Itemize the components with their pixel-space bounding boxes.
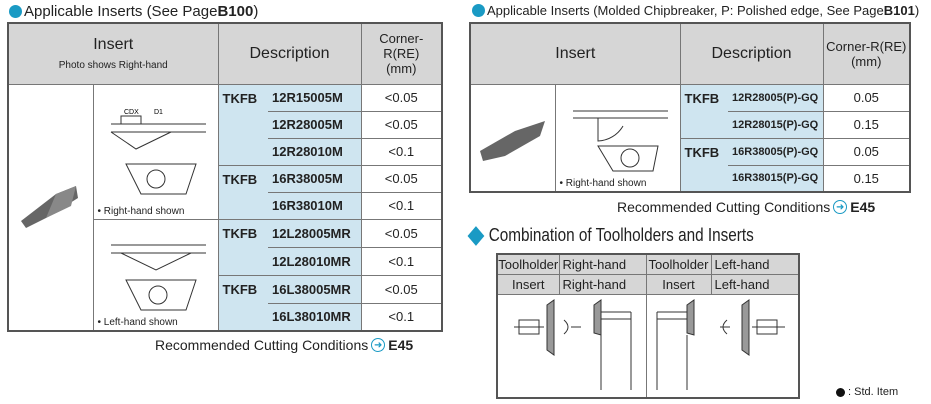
insert-photo — [469, 83, 556, 193]
insert-drawing-icon — [572, 110, 668, 172]
insert-photo — [7, 83, 94, 332]
insert-code: 16L38005MR — [268, 274, 362, 304]
corner-value: <0.05 — [360, 83, 443, 112]
insert-code: 12L28010MR — [268, 246, 362, 276]
left-hand-drawing: • Left-hand shown — [92, 218, 219, 332]
right-section-title: Applicable Inserts (Molded Chipbreaker, … — [472, 3, 919, 18]
insert-code: 16L38010MR — [268, 302, 362, 332]
series-prefix: TKFB — [217, 83, 268, 166]
insert-code: 16R38005(P)-GQ — [728, 137, 824, 166]
right-hand-note: • Right-hand shown — [97, 205, 185, 217]
left-hand-note: • Left-hand shown — [97, 317, 178, 328]
corner-value: <0.1 — [360, 302, 443, 332]
insert-photo-icon — [480, 121, 546, 162]
assembly-diagram-icon — [656, 298, 786, 390]
insert-photo-icon — [20, 185, 78, 228]
right-hand-note: • Right-hand shown — [559, 178, 647, 189]
corner-value: <0.05 — [360, 218, 443, 248]
corner-value: <0.05 — [360, 164, 443, 193]
corner-value: 0.05 — [822, 137, 911, 166]
corner-value: <0.05 — [360, 274, 443, 304]
corner-value: 0.15 — [822, 110, 911, 139]
description-header: Description — [679, 22, 824, 85]
combination-title: Combination of Toolholders and Inserts — [467, 225, 754, 246]
arrow-right-icon: ➜ — [371, 338, 386, 352]
description-header: Description — [217, 22, 362, 85]
series-prefix: TKFB — [679, 83, 729, 139]
insert-code: 12R28015(P)-GQ — [728, 110, 824, 139]
series-prefix: TKFB — [679, 137, 729, 193]
series-prefix: TKFB — [217, 164, 268, 220]
series-prefix: TKFB — [217, 274, 268, 332]
insert-code: 12R15005M — [268, 83, 362, 112]
recommended-conditions-link[interactable]: Recommended Cutting Conditions➜E45 — [155, 337, 414, 353]
corner-value: 0.05 — [822, 83, 911, 112]
svg-text:D1: D1 — [154, 109, 163, 116]
insert-code: 16R38015(P)-GQ — [728, 164, 824, 193]
series-prefix: TKFB — [217, 218, 268, 276]
molded-drawing: • Right-hand shown — [554, 83, 681, 193]
svg-text:CDX: CDX — [124, 109, 139, 116]
corner-value: 0.15 — [822, 164, 911, 193]
corner-value: <0.1 — [360, 137, 443, 166]
page-link[interactable]: B101 — [883, 3, 915, 18]
arrow-right-icon: ➜ — [833, 200, 848, 214]
assembly-diagram-icon — [514, 298, 632, 390]
corner-value: <0.1 — [360, 246, 443, 276]
left-section-title: Applicable Inserts (See Page B100) — [9, 3, 258, 20]
std-item-dot-icon — [836, 387, 845, 397]
corner-value: <0.05 — [360, 110, 443, 139]
insert-code: 12R28005(P)-GQ — [728, 83, 824, 112]
corner-value: <0.1 — [360, 191, 443, 220]
left-hand-assembly — [645, 293, 800, 398]
insert-code: 12R28005M — [268, 110, 362, 139]
right-inserts-table: Insert Description Corner-R(RE)(mm) • Ri… — [469, 22, 912, 193]
insert-code: 12L28005MR — [268, 218, 362, 248]
recommended-conditions-link[interactable]: Recommended Cutting Conditions➜E45 — [617, 199, 876, 215]
insert-code: 12R28010M — [268, 137, 362, 166]
insert-code: 16R38005M — [268, 164, 362, 193]
corner-header: Corner-R(RE)(mm) — [360, 22, 443, 85]
insert-drawing-icon — [110, 244, 206, 311]
insert-drawing-icon: CDX D1 — [110, 109, 206, 194]
corner-header: Corner-R(RE)(mm) — [822, 22, 911, 85]
insert-header: Insert — [469, 22, 681, 85]
page-link[interactable]: B100 — [217, 3, 254, 20]
std-item-legend: : Std. Item — [836, 386, 898, 398]
bullet-icon — [472, 4, 485, 17]
insert-code: 16R38010M — [268, 191, 362, 220]
right-hand-drawing: CDX D1 • Right-hand shown — [92, 83, 219, 220]
bullet-icon — [9, 5, 22, 18]
right-hand-assembly — [496, 293, 647, 398]
diamond-icon — [467, 225, 485, 246]
